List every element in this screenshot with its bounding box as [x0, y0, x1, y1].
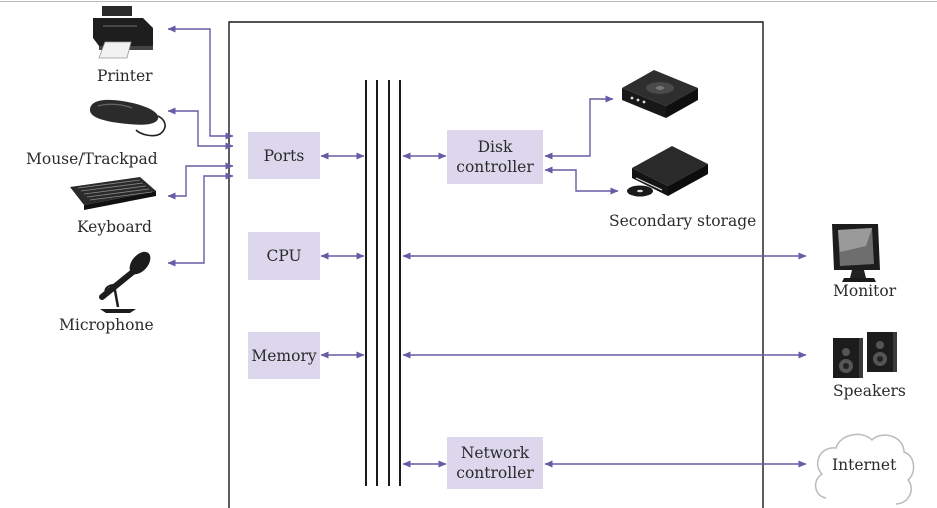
mouse-connector: [168, 111, 233, 146]
cpu-box: CPU: [248, 232, 320, 280]
keyboard-icon: [70, 177, 156, 210]
internet-label: Internet: [832, 456, 896, 474]
printer-connector: [168, 29, 233, 136]
ports-box: Ports: [248, 132, 320, 179]
printer-label: Printer: [97, 67, 153, 85]
disk-controller-box: Disk controller: [447, 130, 543, 184]
monitor-icon: [832, 224, 880, 282]
microphone-icon: [100, 248, 154, 313]
monitor-label: Monitor: [833, 282, 896, 300]
disk-controller-label: Disk controller: [456, 137, 533, 177]
optical-drive-icon: [627, 146, 708, 197]
mouse-label: Mouse/Trackpad: [26, 150, 158, 168]
system-bus: [366, 80, 400, 486]
microphone-label: Microphone: [59, 316, 154, 334]
hard-drive-icon: [622, 70, 698, 118]
memory-box: Memory: [248, 332, 320, 379]
mouse-icon: [90, 100, 165, 136]
optical-drive-connector: [545, 170, 618, 191]
keyboard-connector: [168, 166, 233, 196]
speakers-label: Speakers: [833, 382, 906, 400]
microphone-connector: [168, 176, 233, 263]
network-controller-label: Network controller: [456, 443, 533, 483]
printer-icon: [93, 6, 153, 58]
speakers-icon: [833, 332, 897, 378]
memory-label: Memory: [251, 346, 316, 366]
hard-drive-connector: [545, 99, 613, 156]
cpu-label: CPU: [266, 246, 301, 266]
secondary-storage-label: Secondary storage: [609, 212, 756, 230]
keyboard-label: Keyboard: [77, 218, 152, 236]
ports-label: Ports: [264, 146, 305, 166]
network-controller-box: Network controller: [447, 437, 543, 489]
